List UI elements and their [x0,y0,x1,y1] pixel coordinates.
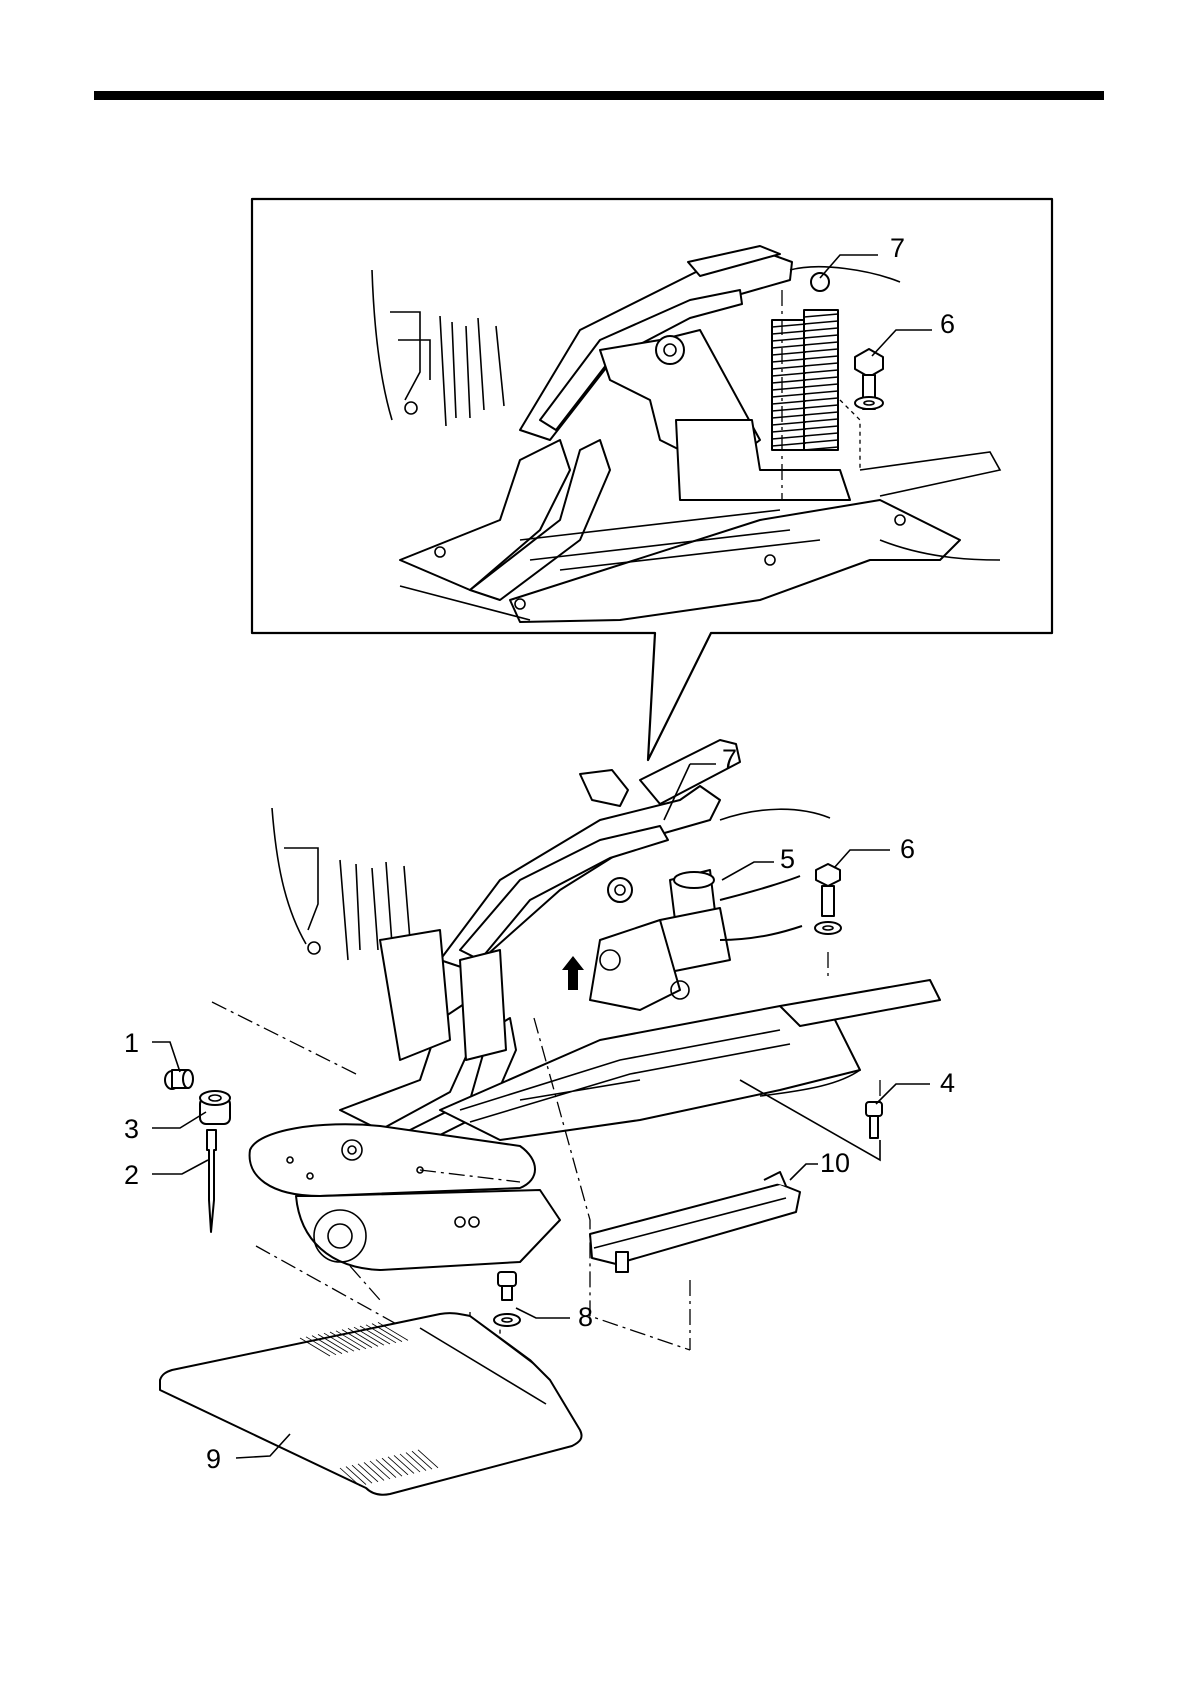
part-1-screw [165,1070,193,1089]
part-6-bolt [815,864,841,934]
callout-main-6: 6 [900,834,915,864]
callout-main-4: 4 [940,1068,955,1098]
callout-main-1: 1 [124,1028,139,1058]
callout-main-7: 7 [722,744,737,774]
callout-main-5: 5 [780,844,795,874]
part-10-cover [590,1172,800,1272]
up-arrow-icon [562,956,584,990]
callout-inset-7: 7 [890,233,905,263]
callout-main-9: 9 [206,1444,221,1474]
callout-main-3: 3 [124,1114,139,1144]
inset-detail-view [252,199,1052,760]
callout-main-2: 2 [124,1160,139,1190]
part-3-clamp [200,1091,230,1124]
callout-main-8: 8 [578,1302,593,1332]
callout-main-10: 10 [820,1148,850,1178]
callout-inset-6: 6 [940,309,955,339]
part-8-screw [494,1272,520,1326]
part-9-plate [160,1313,582,1495]
part-4-screw [866,1102,882,1138]
part-2-needle [207,1130,216,1232]
main-assembly [152,740,940,1495]
